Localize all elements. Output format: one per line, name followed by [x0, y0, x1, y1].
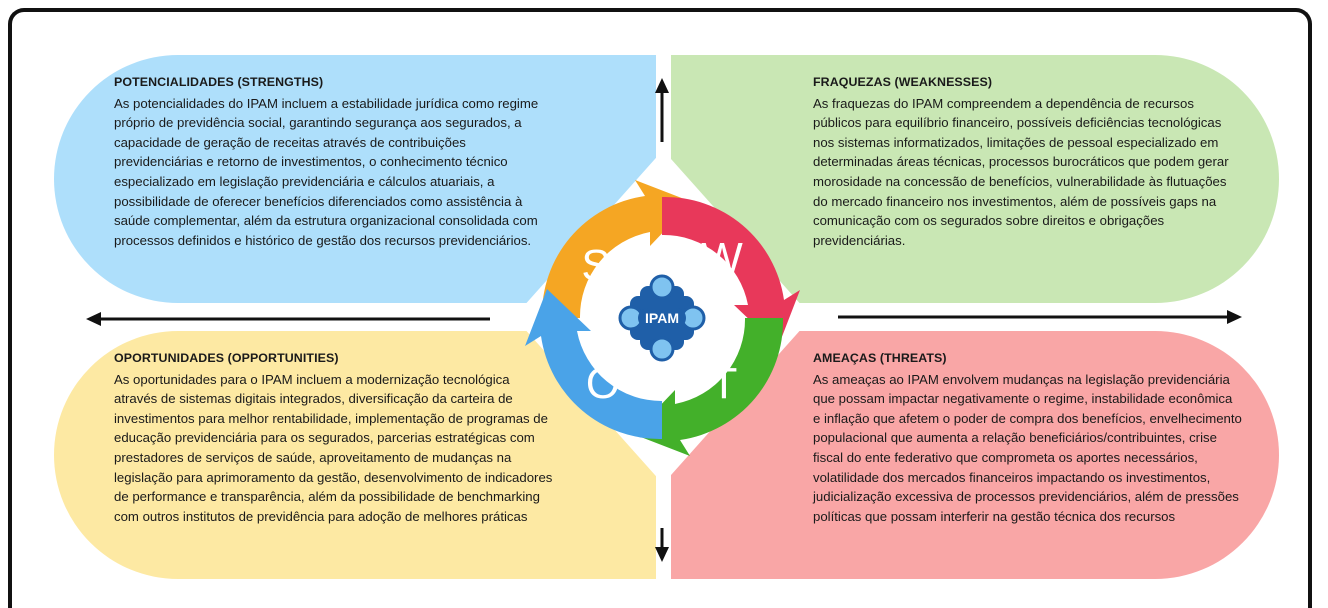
strengths-text: As potencialidades do IPAM incluem a est… [114, 95, 539, 248]
weaknesses-text: As fraquezas do IPAM compreendem a depen… [813, 95, 1229, 248]
opportunities-title: OPORTUNIDADES (OPPORTUNITIES) [114, 351, 339, 365]
threats-title: AMEAÇAS (THREATS) [813, 351, 947, 365]
weaknesses-panel: FRAQUEZAS (WEAKNESSES) As fraquezas do I… [671, 55, 1279, 303]
opportunities-panel: OPORTUNIDADES (OPPORTUNITIES) As oportun… [54, 331, 656, 579]
threats-panel: AMEAÇAS (THREATS) As ameaças ao IPAM env… [671, 331, 1279, 579]
threats-text: As ameaças ao IPAM envolvem mudanças na … [813, 371, 1242, 524]
opportunities-text: As oportunidades para o IPAM incluem a m… [114, 371, 553, 524]
strengths-panel: POTENCIALIDADES (STRENGTHS) As potencial… [54, 55, 656, 303]
weaknesses-title: FRAQUEZAS (WEAKNESSES) [813, 75, 993, 89]
strengths-title: POTENCIALIDADES (STRENGTHS) [114, 75, 324, 89]
